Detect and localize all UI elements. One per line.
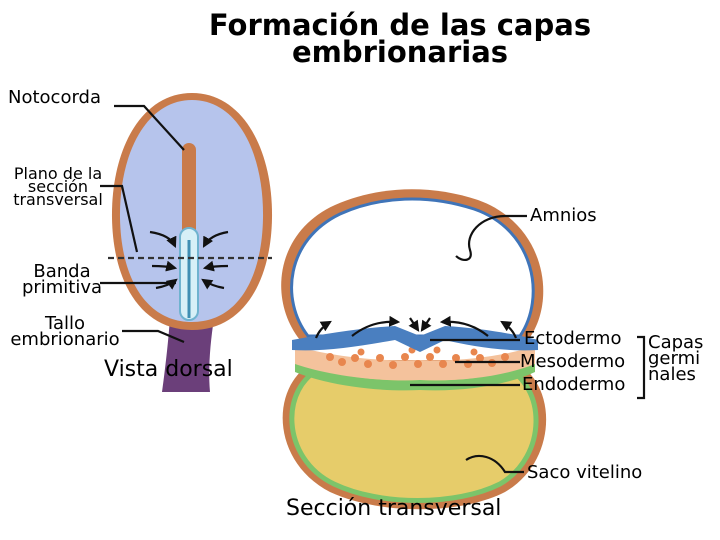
- ectoderm-layer: [292, 326, 538, 352]
- label-notocorda: Notocorda: [8, 87, 101, 108]
- cross-section-drawing: [281, 189, 547, 510]
- section-arrows: [314, 315, 518, 339]
- label-plano-line-3: transversal: [13, 190, 103, 210]
- label-banda-line-2: primitiva: [21, 276, 103, 298]
- label-capas-germinales: Capas germi nales: [648, 332, 704, 385]
- leader-lines: [100, 104, 646, 474]
- label-capas-line-3: nales: [648, 363, 696, 385]
- label-amnios: Amnios: [530, 205, 597, 226]
- yolk-sac: [289, 365, 539, 503]
- mesoderm-cells: [326, 346, 509, 369]
- label-endodermo: Endodermo: [522, 374, 626, 395]
- label-tallo-line-1: Tallo: [44, 313, 86, 334]
- title-line-1: Formación de las capas: [208, 8, 592, 42]
- body-stalk: [162, 318, 214, 392]
- label-plano-line-2: sección: [27, 177, 89, 197]
- label-ectodermo: Ectodermo: [524, 328, 622, 349]
- notochord-shape: [182, 143, 196, 238]
- label-plano-seccion: Plano de la sección transversal: [6, 164, 110, 210]
- label-plano-line-1: Plano de la: [13, 164, 103, 183]
- label-capas-line-1: Capas: [648, 332, 704, 353]
- label-mesodermo: Mesodermo: [520, 351, 626, 372]
- label-banda-primitiva: Banda primitiva: [14, 261, 110, 298]
- label-saco-vitelino: Saco vitelino: [527, 462, 643, 483]
- endoderm-layer: [295, 362, 535, 391]
- label-seccion-transversal: Sección transversal: [286, 496, 502, 521]
- label-banda-line-1: Banda: [33, 261, 91, 282]
- label-vista-dorsal: Vista dorsal: [104, 357, 233, 382]
- amnion-cavity: [290, 197, 535, 338]
- title-line-2: embrionarias: [291, 34, 509, 69]
- dorsal-view-drawing: [108, 93, 273, 392]
- diagram-title: Formación de las capas embrionarias: [0, 8, 720, 69]
- label-capas-line-2: germi: [648, 347, 701, 369]
- label-tallo-embrionario: Tallo embrionario: [6, 313, 124, 350]
- migration-arrows: [149, 230, 229, 290]
- label-tallo-line-2: embrionario: [10, 328, 120, 350]
